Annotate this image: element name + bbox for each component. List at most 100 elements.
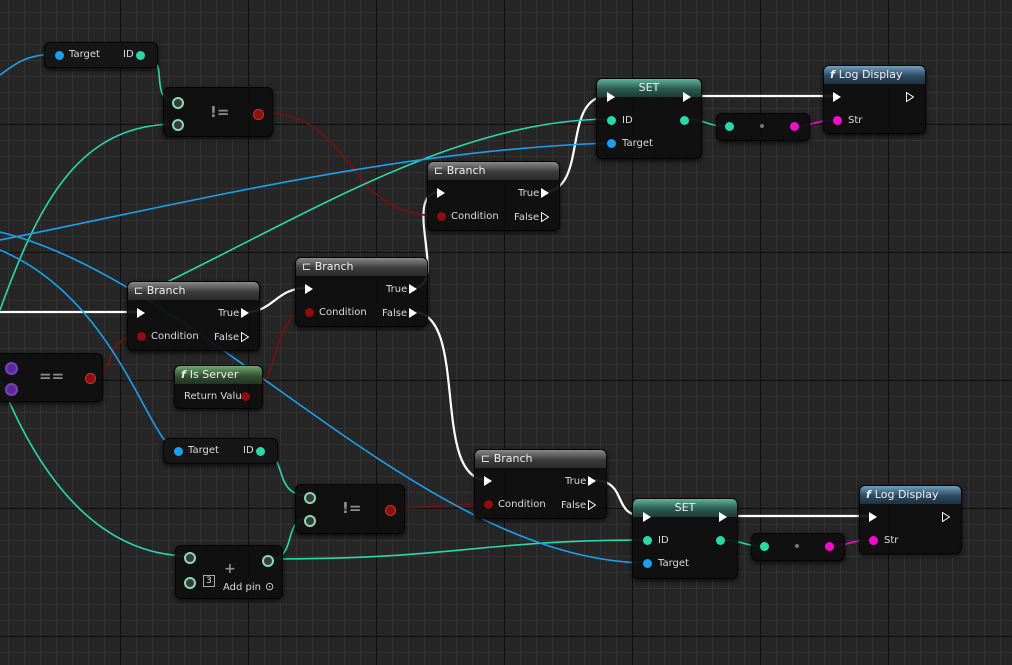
not-equal-node-bottom[interactable]: != xyxy=(295,484,405,534)
b-pin[interactable] xyxy=(5,383,18,396)
set-node-top[interactable]: SET ID Target xyxy=(596,78,702,159)
condition-pin[interactable] xyxy=(137,332,146,341)
condition-pin[interactable] xyxy=(305,308,314,317)
str-label: Str xyxy=(884,535,899,546)
b-pin[interactable] xyxy=(184,577,196,589)
operator-label: != xyxy=(210,103,230,121)
str-pin[interactable] xyxy=(869,536,878,545)
exec-out-pin[interactable] xyxy=(683,92,691,102)
id-in-pin[interactable] xyxy=(643,536,652,545)
b-pin[interactable] xyxy=(304,515,316,527)
false-exec-pin[interactable] xyxy=(588,500,596,510)
node-header: SET xyxy=(633,499,737,517)
plus-icon: + xyxy=(224,561,236,577)
node-title: Branch xyxy=(146,284,186,297)
exec-out-pin[interactable] xyxy=(942,512,950,522)
b-pin[interactable] xyxy=(172,119,184,131)
int-wire xyxy=(0,379,191,557)
exec-out-pin[interactable] xyxy=(906,92,914,102)
id-in-pin[interactable] xyxy=(607,116,616,125)
branch-node-lower[interactable]: ⊏ Branch True Condition False xyxy=(474,449,607,519)
exec-in-pin[interactable] xyxy=(437,188,445,198)
exec-in-pin[interactable] xyxy=(833,92,841,102)
target-pin[interactable] xyxy=(174,447,183,456)
node-title: Log Display xyxy=(874,488,939,501)
a-pin[interactable] xyxy=(5,362,18,375)
false-label: False xyxy=(214,332,240,343)
conversion-node-bottom[interactable] xyxy=(751,533,845,561)
add-node[interactable]: + 3 Add pin ⊙ xyxy=(175,545,283,599)
branch-node-upper[interactable]: ⊏ Branch True Condition False xyxy=(427,161,560,231)
exec-in-pin[interactable] xyxy=(643,512,651,522)
string-out-pin[interactable] xyxy=(825,542,834,551)
default-value-box[interactable]: 3 xyxy=(203,575,215,587)
branch-icon: ⊏ xyxy=(302,260,312,273)
int-in-pin[interactable] xyxy=(725,122,734,131)
return-pin[interactable] xyxy=(385,505,396,516)
id-label: ID xyxy=(622,115,633,126)
false-exec-pin[interactable] xyxy=(541,212,549,222)
false-exec-pin[interactable] xyxy=(241,332,249,342)
exec-in-pin[interactable] xyxy=(484,476,492,486)
false-exec-pin[interactable] xyxy=(409,308,417,318)
not-equal-node-top[interactable]: != xyxy=(163,87,273,137)
return-pin[interactable] xyxy=(253,109,264,120)
target-pin[interactable] xyxy=(55,51,64,60)
set-node-bottom[interactable]: SET ID Target xyxy=(632,498,738,579)
string-out-pin[interactable] xyxy=(790,122,799,131)
return-pin[interactable] xyxy=(85,373,96,384)
a-pin[interactable] xyxy=(304,492,316,504)
true-exec-pin[interactable] xyxy=(588,476,596,486)
node-header: ⊏ Branch xyxy=(475,450,606,468)
condition-pin[interactable] xyxy=(437,212,446,221)
node-title: Is Server xyxy=(189,368,239,381)
int-in-pin[interactable] xyxy=(760,542,769,551)
node-title: SET xyxy=(638,81,660,94)
function-icon: f xyxy=(181,368,186,381)
add-pin-icon[interactable]: ⊙ xyxy=(265,580,275,593)
target-pin[interactable] xyxy=(643,559,652,568)
id-pin[interactable] xyxy=(136,51,145,60)
get-id-node-bottom[interactable]: Target ID xyxy=(163,438,278,464)
exec-in-pin[interactable] xyxy=(137,308,145,318)
condition-pin[interactable] xyxy=(484,500,493,509)
node-title: Log Display xyxy=(838,68,903,81)
str-pin[interactable] xyxy=(833,116,842,125)
branch-node-mid[interactable]: ⊏ Branch True Condition False xyxy=(295,257,428,327)
id-pin[interactable] xyxy=(256,447,265,456)
false-label: False xyxy=(514,212,540,223)
get-id-node-top[interactable]: Target ID xyxy=(44,42,158,68)
false-label: False xyxy=(382,308,408,319)
exec-in-pin[interactable] xyxy=(305,284,313,294)
equal-node-left[interactable]: == xyxy=(0,353,103,402)
add-pin-label[interactable]: Add pin xyxy=(223,582,262,593)
operator-label: == xyxy=(39,367,65,385)
exec-in-pin[interactable] xyxy=(607,92,615,102)
return-pin[interactable] xyxy=(262,555,274,567)
conversion-node-top[interactable] xyxy=(716,113,810,141)
a-pin[interactable] xyxy=(184,552,196,564)
true-exec-pin[interactable] xyxy=(241,308,249,318)
node-title: Branch xyxy=(493,452,533,465)
exec-out-pin[interactable] xyxy=(719,512,727,522)
return-value-pin[interactable] xyxy=(241,392,250,401)
exec-in-pin[interactable] xyxy=(869,512,877,522)
node-title: Branch xyxy=(314,260,354,273)
str-label: Str xyxy=(848,115,863,126)
branch-node-left[interactable]: ⊏ Branch True Condition False xyxy=(127,281,260,351)
true-exec-pin[interactable] xyxy=(409,284,417,294)
id-out-pin[interactable] xyxy=(716,536,725,545)
exec-wire xyxy=(412,310,488,482)
id-label: ID xyxy=(658,535,669,546)
target-pin[interactable] xyxy=(607,139,616,148)
a-pin[interactable] xyxy=(172,97,184,109)
function-icon: f xyxy=(866,488,871,501)
true-label: True xyxy=(565,476,587,487)
id-out-pin[interactable] xyxy=(680,116,689,125)
true-exec-pin[interactable] xyxy=(541,188,549,198)
